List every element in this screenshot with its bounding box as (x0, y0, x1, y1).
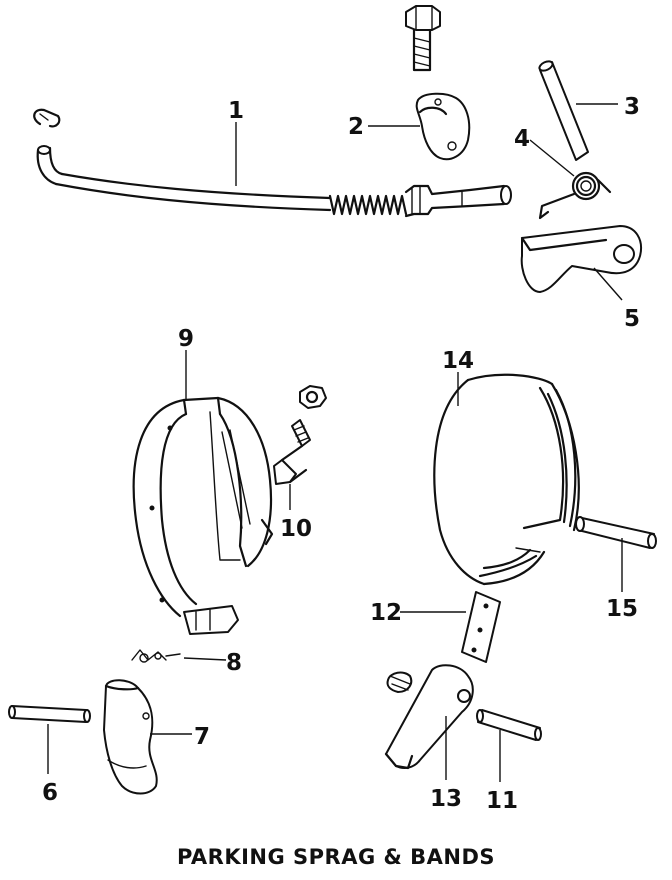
callout-2: 2 (348, 114, 364, 140)
part-15-pin (575, 516, 657, 549)
part-1-parking-rod (33, 108, 512, 218)
callout-5: 5 (624, 306, 640, 332)
part-13-lever (384, 664, 474, 770)
callout-labels: 1 2 3 4 5 9 10 8 6 7 14 15 12 13 11 (42, 94, 640, 814)
diagram-caption: PARKING SPRAG & BANDS (176, 845, 496, 869)
callout-7: 7 (194, 724, 210, 750)
callout-10: 10 (280, 516, 312, 542)
rod-spring (328, 194, 408, 216)
part-6-pin (8, 705, 91, 723)
part-10-nut-and-stud (273, 385, 327, 485)
part-8-clip (131, 649, 181, 663)
callout-11: 11 (486, 788, 518, 814)
part-4-torsion-spring (538, 171, 612, 220)
part-5-pawl (520, 225, 642, 293)
bolt (405, 5, 441, 72)
part-3-pin (538, 60, 589, 161)
callout-8: 8 (226, 650, 242, 676)
part-14-band (433, 373, 580, 586)
callout-6: 6 (42, 780, 58, 806)
leader-lines (47, 103, 623, 782)
callout-13: 13 (430, 786, 462, 812)
part-12-strut (461, 591, 501, 663)
part-7-strut (103, 679, 158, 795)
callout-1: 1 (228, 98, 244, 124)
callout-15: 15 (606, 596, 638, 622)
callout-9: 9 (178, 326, 194, 352)
part-9-band (132, 396, 274, 635)
callout-3: 3 (624, 94, 640, 120)
callout-14: 14 (442, 348, 474, 374)
callout-4: 4 (514, 126, 530, 152)
part-11-pin (476, 709, 542, 741)
callout-12: 12 (370, 600, 402, 626)
part-2-bracket (415, 92, 471, 161)
